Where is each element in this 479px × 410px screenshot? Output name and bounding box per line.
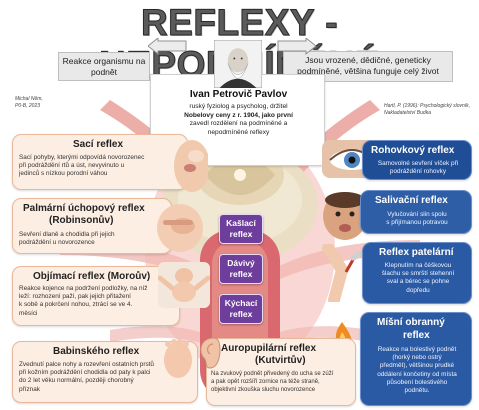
card-text: Klepnutím na čéškovou šlachu se smrští s… [365, 262, 471, 295]
card-line: Sací pohyby, kterými odpovídá novorozene… [19, 154, 145, 161]
sucking-reflex-card: Sací reflex Sací pohyby, kterými odpovíd… [12, 134, 188, 190]
source-line: Hartl, P. (1996): Psychologický slovník, [384, 103, 471, 109]
baby-hand-photo-icon [157, 204, 203, 252]
card-line: podráždění rohovky [389, 168, 447, 176]
card-line: Na zvukový podnět přivedený do ucha se z… [211, 371, 334, 377]
card-line: Sevření dlaně a chodidla při jejich [19, 231, 115, 238]
card-title: Auropupilární reflex [221, 343, 317, 354]
gag-reflex-label: Dávivý reflex [219, 254, 263, 284]
card-title-sub: reflex [403, 330, 430, 341]
pavlov-line: Nobelovy ceny z r. 1904, jako první [184, 111, 293, 119]
definition-text: Reakce organismu na podnět [62, 56, 146, 77]
source-line: Nakladatelství Budka [384, 109, 431, 116]
palmar-grasp-reflex-card: Palmární úchopový reflex (Robinsonův) Se… [12, 198, 172, 254]
babinski-reflex-card: Babinského reflex Zvednutí palce nohy a … [12, 341, 198, 403]
card-line: při kožním podráždění chodidla od paty k… [19, 369, 151, 377]
ear-photo-icon [200, 337, 221, 369]
card-line: Vylučování slin spolu [387, 211, 447, 218]
author-line: Michal Něm, [15, 96, 43, 102]
card-title: Objímací reflex (Moroův) [33, 271, 151, 282]
card-line: podráždění u novorozence [19, 239, 95, 247]
corneal-reflex-card: Rohovkový reflex Samovolné sevření víček… [362, 140, 472, 180]
card-line: s přijímanou potravou [386, 219, 448, 227]
baby-face-photo-icon [323, 192, 367, 240]
card-line: Klepnutím na čéškovou [384, 262, 452, 269]
card-line: oddálení končetiny od místa [377, 370, 457, 378]
card-line: k sobě a pokrčení nohou, ztrácí se ve 4. [19, 301, 133, 309]
card-line: Samovolné sevření víček při [377, 160, 459, 167]
pavlov-line: ruský fyziolog a psycholog, držitel [189, 103, 288, 110]
pavlov-description: ruský fyziolog a psycholog, držitel Nobe… [161, 103, 316, 137]
definition-box: Reakce organismu na podnět [58, 52, 150, 81]
pavlov-line: nepodmíněné reflexy [207, 128, 270, 136]
patellar-reflex-card: Reflex patelární Klepnutím na čéškovou š… [362, 242, 472, 304]
card-title: Míšní obranný [377, 317, 445, 328]
card-text: Sací pohyby, kterými odpovídá novorozene… [19, 154, 179, 179]
card-text: Zvednutí palce nohy a rozevření ostatníc… [19, 361, 197, 394]
card-title: Palmární úchopový reflex [23, 203, 145, 214]
spinal-defense-reflex-card: Míšní obranný reflex Reakce na bolestivý… [360, 312, 472, 406]
card-line: působení bolestivého [386, 378, 448, 386]
arrow-right-icon [277, 38, 316, 56]
card-line: jedinců s nízkou porodní váhou [19, 170, 108, 178]
card-line: předmět), většinou prudké [379, 362, 455, 370]
label-line: Kýchací [224, 298, 258, 308]
arrow-left-icon [148, 38, 187, 56]
sneeze-reflex-label: Kýchací reflex [219, 294, 263, 324]
label-line: reflex [229, 228, 253, 239]
card-text: Samovolné sevření víček při podráždění r… [365, 160, 471, 176]
card-line: objektivní zkouška sluchu novorozence [211, 387, 316, 393]
card-line: (horký nebo ostrý [392, 354, 442, 362]
auropupillary-reflex-card: Auropupilární reflex (Kutvirtův) Na zvuk… [206, 338, 356, 406]
card-line: šlachu se smrští stehenní [381, 270, 455, 278]
cough-reflex-label: Kašlací reflex [219, 214, 263, 244]
author-line: P0-B, 2023 [15, 102, 41, 109]
card-title-sub: (Robinsonův) [49, 215, 114, 226]
card-line: sval a bérec se pohne [386, 278, 450, 286]
card-title: Reflex patelární [379, 247, 454, 258]
pavlov-portrait-icon [214, 40, 262, 88]
baby-lying-photo-icon [158, 262, 210, 308]
card-line: dopředu [406, 286, 430, 294]
card-text: Reakce na bolestivý podnět (horký nebo o… [364, 346, 470, 395]
card-text: Sevření dlaně a chodidla při jejich podr… [19, 231, 169, 247]
card-line: při podráždění rtů a úst, nevyvinuto u [19, 162, 125, 170]
card-line: Zvednutí palce nohy a rozevření ostatníc… [19, 361, 154, 368]
card-title: Rohovkový reflex [371, 145, 455, 156]
baby-foot-photo-icon [164, 339, 192, 378]
card-line: a pak opět rozšíří zornice na téže stran… [211, 379, 320, 385]
author-note: Michal Něm, P0-B, 2023 [15, 96, 43, 109]
card-line: Reakce kojence na podržení podložky, na … [19, 285, 148, 292]
card-line: Reakce na bolestivý podnět [377, 346, 457, 353]
card-line: podnětu. [404, 387, 430, 395]
pavlov-line: zavedl rozdělení na podmíněné a [189, 120, 288, 128]
label-line: reflex [229, 308, 253, 319]
card-title: Salivační reflex [375, 195, 448, 206]
moro-reflex-card: Objímací reflex (Moroův) Reakce kojence … [12, 266, 180, 326]
knee-hammer-photo-icon [322, 244, 361, 302]
baby-mouth-photo-icon [174, 140, 208, 192]
source-note: Hartl, P. (1996): Psychologický slovník,… [384, 103, 470, 116]
card-title: Babinského reflex [53, 346, 140, 357]
card-line: příznak [19, 385, 40, 393]
pavlov-name: Ivan Petrovič Pavlov [189, 89, 288, 100]
card-text: Vylučování slin spolu s přijímanou potra… [364, 211, 470, 227]
card-line: leží: rozhození paží, pak jejich přitaže… [19, 293, 131, 301]
card-line: měsíci [19, 309, 38, 317]
card-text: Na zvukový podnět přivedený do ucha se z… [211, 370, 355, 394]
label-line: Kašlací [226, 218, 256, 228]
card-title: Sací reflex [73, 139, 124, 150]
characteristics-text: Jsou vrozené, dědičné, geneticky podmíně… [297, 55, 439, 76]
label-line: Dávivý [227, 258, 255, 268]
card-title-sub: (Kutvirtův) [255, 355, 306, 366]
card-line: do 2 let věku normální, později chorobný [19, 377, 134, 385]
salivary-reflex-card: Salivační reflex Vylučování slin spolu s… [360, 190, 472, 234]
label-line: reflex [229, 268, 253, 279]
card-text: Reakce kojence na podržení podložky, na … [19, 285, 179, 318]
